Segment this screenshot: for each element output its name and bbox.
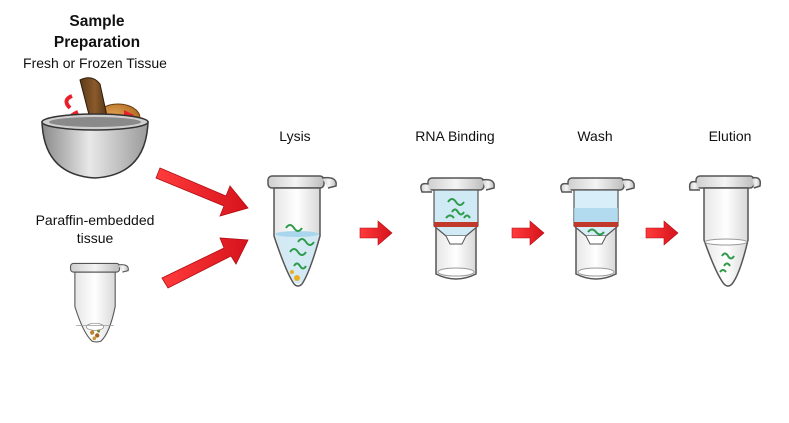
- step-label-elution: Elution: [708, 128, 752, 144]
- lysis-tube-icon: [267, 175, 337, 287]
- paraffin-tube-icon: [70, 262, 129, 343]
- paraffin-label-line1: Paraffin-embedded: [35, 212, 155, 228]
- rna-strand: [285, 224, 303, 232]
- step-label-wash: Wash: [577, 128, 613, 144]
- arrow-lysis-to-binding: [359, 220, 393, 246]
- rna-binding-column-icon: [420, 177, 495, 280]
- mortar-and-pestle-icon: [41, 77, 149, 179]
- step-label-lysis: Lysis: [279, 128, 311, 144]
- wash-column-icon: [560, 177, 635, 280]
- arrow-paraffin-to-lysis: [161, 237, 249, 289]
- sample-prep-title-line1: Sample: [69, 13, 125, 30]
- arrow-binding-to-wash: [511, 220, 545, 246]
- arrow-fresh-to-lysis: [155, 167, 249, 217]
- step-label-rna-binding: RNA Binding: [415, 128, 495, 144]
- sample-prep-title-line2: Preparation: [53, 34, 141, 51]
- fresh-frozen-tissue-label: Fresh or Frozen Tissue: [23, 55, 167, 71]
- elution-tube-icon: [688, 175, 762, 287]
- arrow-wash-to-elution: [645, 220, 679, 246]
- mortar-bowl: [41, 121, 149, 179]
- paraffin-label-line2: tissue: [76, 230, 114, 246]
